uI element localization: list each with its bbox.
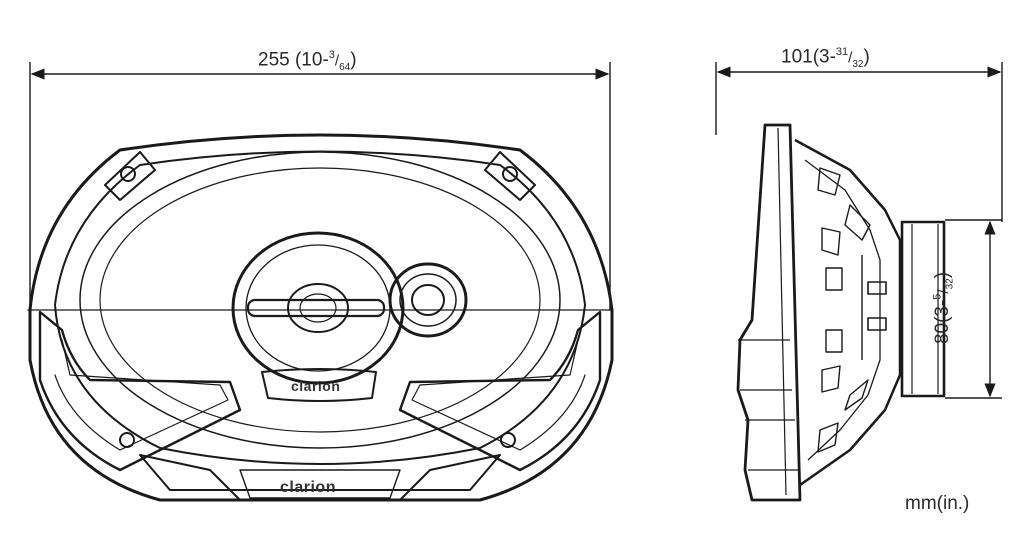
brand-logo-bottom: clarion	[280, 479, 336, 496]
front-width-dimension	[29, 62, 611, 310]
magnet	[900, 220, 946, 398]
tweeter-outer	[388, 262, 468, 338]
basket-ring	[54, 150, 586, 465]
cone-edge	[99, 167, 541, 433]
speaker-side-view	[736, 123, 946, 502]
side-basket	[794, 138, 902, 487]
tweeter-bridge	[246, 298, 386, 318]
magnet-height-label: 80(3-5/32)	[931, 271, 956, 345]
side-depth-label: 101(3-31/32)	[781, 46, 870, 71]
terminal-top	[867, 281, 887, 295]
side-depth-dimension	[715, 62, 1003, 222]
mounting-ear-left	[104, 151, 156, 201]
woofer-dust-cap	[287, 283, 349, 333]
grille-left	[38, 310, 242, 472]
terminal-bottom	[867, 317, 887, 331]
speaker-front-view	[27, 133, 614, 502]
magnet-height-dimension	[945, 219, 1002, 399]
screw-right	[500, 432, 516, 448]
front-width-label: 255 (10-3/64)	[258, 49, 357, 74]
cone-surround	[79, 151, 561, 449]
grille-bottom	[139, 454, 501, 501]
side-frame	[736, 123, 802, 502]
grille-right	[398, 310, 602, 472]
woofer-outer	[231, 231, 405, 385]
outer-frame	[28, 133, 614, 502]
logo-plate-center	[261, 368, 377, 402]
unit-label: mm(in.)	[905, 493, 970, 514]
mounting-ear-right	[484, 151, 536, 201]
brand-logo-center: clarion	[291, 378, 341, 394]
woofer-mid	[245, 244, 391, 372]
screw-left	[119, 432, 135, 448]
